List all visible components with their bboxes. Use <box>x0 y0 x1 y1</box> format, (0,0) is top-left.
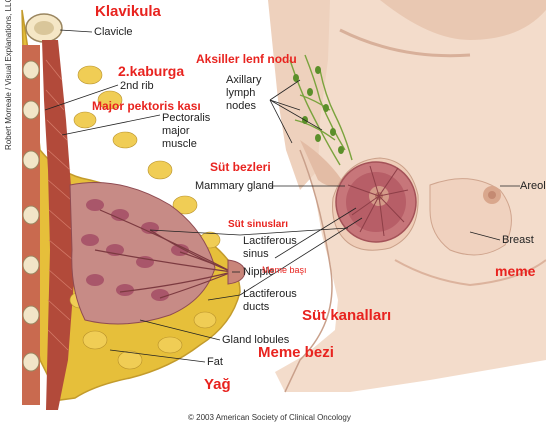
label-lactiferous-sinus: Lactiferous sinus <box>243 235 297 261</box>
label-fat: Fat <box>207 356 223 369</box>
label-meme-bezi: Meme bezi <box>258 344 334 361</box>
label-yag: Yağ <box>204 376 231 393</box>
label-areola: Areola <box>520 180 546 193</box>
label-meme-basi: Meme başı <box>262 265 307 275</box>
label-major-pektoris-kasi: Major pektoris kası <box>92 99 201 113</box>
label-aksiller-lenf-nodu: Aksiller lenf nodu <box>196 52 297 66</box>
lactiferous-sinus-line-2: sinus <box>243 248 297 261</box>
label-axillary-lymph-nodes: Axillary lymph nodes <box>226 74 261 113</box>
axillary-line-2: lymph <box>226 87 261 100</box>
label-sut-kanallari: Süt kanalları <box>302 307 391 324</box>
axillary-line-1: Axillary <box>226 74 261 87</box>
label-sut-sinuslari: Süt sinusları <box>228 219 288 230</box>
label-sut-bezleri: Süt bezleri <box>210 160 271 174</box>
label-2-kaburga: 2.kaburga <box>118 63 184 79</box>
label-klavikula: Klavikula <box>95 3 161 20</box>
pectoralis-line-1: Pectoralis <box>162 112 210 125</box>
lactiferous-ducts-line-2: ducts <box>243 301 297 314</box>
label-meme: meme <box>495 263 535 279</box>
label-lactiferous-ducts: Lactiferous ducts <box>243 288 297 314</box>
copyright-notice: © 2003 American Society of Clinical Onco… <box>188 413 351 422</box>
illustrator-credit: Robert Morreale / Visual Explanations, L… <box>4 0 13 150</box>
axillary-line-3: nodes <box>226 100 261 113</box>
lactiferous-ducts-line-1: Lactiferous <box>243 288 297 301</box>
label-2nd-rib: 2nd rib <box>120 80 154 93</box>
pectoralis-line-3: muscle <box>162 138 210 151</box>
pectoralis-line-2: major <box>162 125 210 138</box>
label-mammary-gland: Mammary gland <box>195 180 274 193</box>
label-pectoralis-major-muscle: Pectoralis major muscle <box>162 112 210 151</box>
lactiferous-sinus-line-1: Lactiferous <box>243 235 297 248</box>
label-breast: Breast <box>502 234 534 247</box>
label-clavicle: Clavicle <box>94 26 133 39</box>
